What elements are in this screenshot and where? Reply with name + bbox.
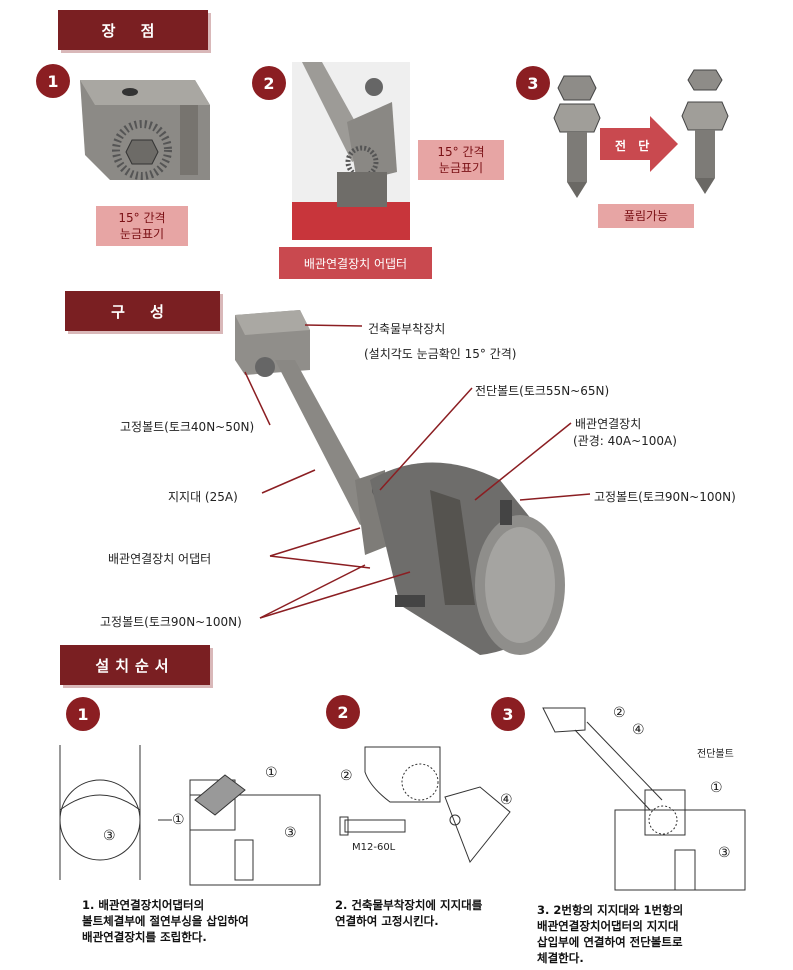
step-1-callout-3: ③ xyxy=(103,828,116,844)
shear-arrow xyxy=(600,116,678,172)
advantage-number-2: 2 xyxy=(252,66,286,100)
caption-line: 눈금표기 xyxy=(438,161,484,175)
advantage-number-3: 3 xyxy=(516,66,550,100)
label-adapter: 배관연결장치 어댑터 xyxy=(108,552,212,566)
caption-line: 15° 간격 xyxy=(118,211,166,225)
step-2-drawing xyxy=(339,746,511,863)
label-building-mount-note: (설치각도 눈금확인 15° 간격) xyxy=(364,347,517,361)
label-fix-bolt-top: 고정볼트(토크40N~50N) xyxy=(120,420,255,434)
label-building-mount: 건축물부착장치 xyxy=(368,322,446,336)
advantage-1-caption: 15° 간격 눈금표기 xyxy=(96,206,188,246)
step-3-callout-3: ③ xyxy=(718,845,731,861)
step-1-text: 1. 배관연결장치어댑터의 볼트체결부에 절연부싱을 삽입하여 배관연결장치를 … xyxy=(82,897,249,945)
assembly-illustration xyxy=(235,310,565,655)
step-line: 체결한다. xyxy=(537,951,584,965)
step-3-callout-1: ① xyxy=(710,780,723,796)
shear-arrow-label: 전 단 xyxy=(615,139,654,153)
section-banner-install-order: 설치순서 xyxy=(60,645,210,685)
step-line: 배관연결장치어댑터의 지지대 xyxy=(537,919,679,933)
step-2-bolt-label: M12-60L xyxy=(352,842,396,853)
step-1-drawing xyxy=(59,745,321,886)
label-fix-bolt-bottom: 고정볼트(토크90N~100N) xyxy=(100,615,242,629)
building-mount-bracket-image xyxy=(80,80,210,180)
step-line: 배관연결장치를 조립한다. xyxy=(82,930,207,944)
step-2-callout-4: ④ xyxy=(500,792,513,808)
label-support-rod: 지지대 (25A) xyxy=(168,490,238,504)
step-3-callout-4: ④ xyxy=(632,722,645,738)
step-3-callout-2: ② xyxy=(613,705,626,721)
shear-bolt-after-icon xyxy=(681,69,729,194)
advantage-number-1: 1 xyxy=(36,64,70,98)
section-banner-composition: 구 성 xyxy=(65,291,220,331)
advantage-2-caption: 15° 간격 눈금표기 xyxy=(418,140,504,180)
step-2-callout-2: ② xyxy=(340,768,353,784)
label-fix-bolt-right: 고정볼트(토크90N~100N) xyxy=(594,490,736,504)
section-banner-advantages: 장 점 xyxy=(58,10,208,50)
advantage-3-footer: 풀림가능 xyxy=(598,204,694,228)
step-3-text: 3. 2번항의 지지대와 1번항의 배관연결장치어댑터의 지지대 삽입부에 연결… xyxy=(537,902,683,966)
caption-line: 15° 간격 xyxy=(437,145,485,159)
advantage-2-footer: 배관연결장치 어댑터 xyxy=(279,247,432,279)
label-shear-bolt: 전단볼트(토크55N~65N) xyxy=(475,384,610,398)
step-1-callout-1: ① xyxy=(172,812,185,828)
shear-bolt-before-icon xyxy=(553,75,601,198)
step-2-text: 2. 건축물부착장치에 지지대를 연결하여 고정시킨다. xyxy=(335,897,482,929)
step-line: 볼트체결부에 절연부싱을 삽입하여 xyxy=(82,914,249,928)
label-pipe-connector: 배관연결장치 xyxy=(575,417,642,431)
step-number-1: 1 xyxy=(66,697,100,731)
caption-line: 눈금표기 xyxy=(119,227,165,241)
step-3-shear-label: 전단볼트 xyxy=(697,749,734,760)
step-line: 연결하여 고정시킨다. xyxy=(335,914,439,928)
step-line: 3. 2번항의 지지대와 1번항의 xyxy=(537,903,684,917)
step-number-3: 3 xyxy=(491,697,525,731)
step-line: 1. 배관연결장치어댑터의 xyxy=(82,898,205,912)
step-line: 2. 건축물부착장치에 지지대를 xyxy=(335,898,483,912)
step-line: 삽입부에 연결하여 전단볼트로 xyxy=(537,935,683,949)
label-pipe-diameter: (관경: 40A~100A) xyxy=(573,434,677,448)
pipe-adapter-image xyxy=(292,62,410,240)
step-1-callout-1b: ① xyxy=(265,765,278,781)
step-number-2: 2 xyxy=(326,695,360,729)
step-3-drawing xyxy=(542,707,746,891)
step-1-callout-3b: ③ xyxy=(284,825,297,841)
